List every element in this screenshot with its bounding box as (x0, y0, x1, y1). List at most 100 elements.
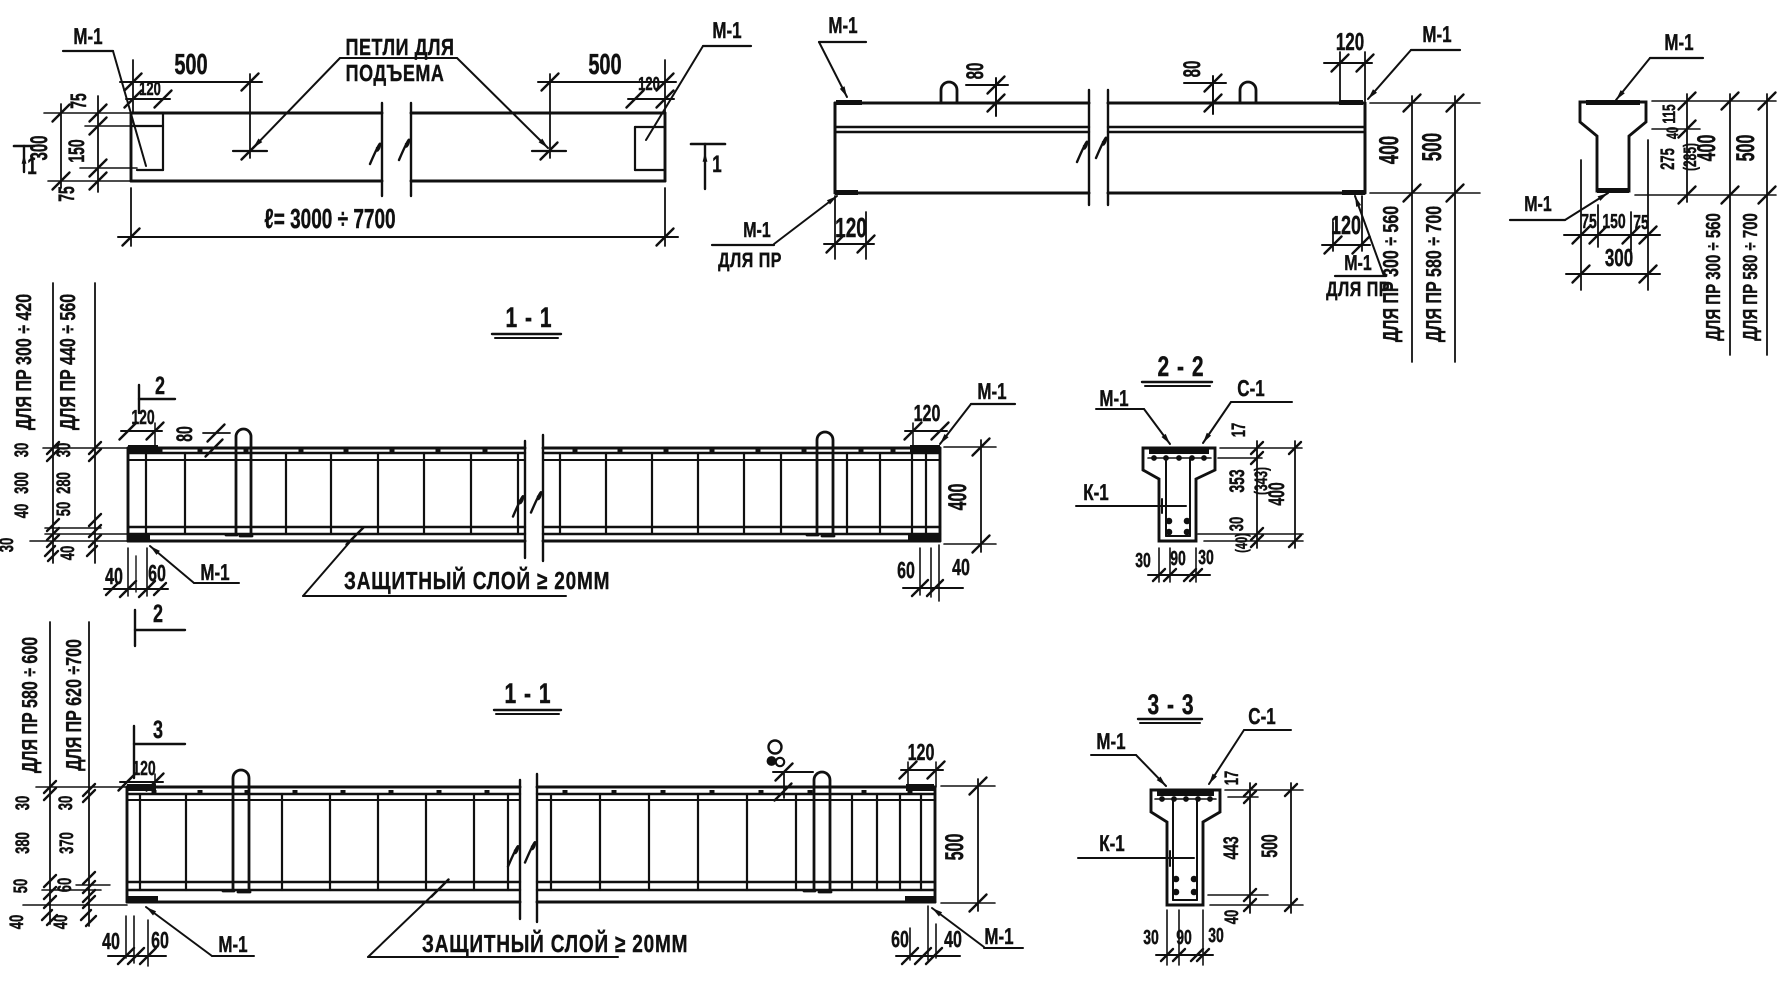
svg-text:120: 120 (908, 741, 935, 766)
svg-text:75: 75 (65, 93, 91, 109)
svg-text:(343): (343) (1251, 467, 1272, 495)
svg-text:30: 30 (1135, 548, 1151, 571)
svg-text:ДЛЯ ПР 580 ÷ 700: ДЛЯ ПР 580 ÷ 700 (1739, 213, 1762, 341)
svg-text:1: 1 (712, 151, 721, 178)
svg-text:40: 40 (944, 928, 962, 953)
svg-text:М-1: М-1 (1664, 30, 1693, 56)
svg-text:300: 300 (26, 135, 53, 160)
svg-text:300: 300 (1605, 244, 1633, 272)
svg-text:ДЛЯ ПР 300 ÷ 560: ДЛЯ ПР 300 ÷ 560 (1380, 206, 1403, 342)
svg-text:1 - 1: 1 - 1 (504, 679, 551, 710)
svg-text:150: 150 (63, 139, 89, 163)
svg-text:60: 60 (148, 562, 166, 587)
svg-text:370: 370 (55, 832, 78, 854)
svg-text:2: 2 (153, 600, 163, 628)
svg-text:40: 40 (1220, 910, 1243, 924)
svg-text:75: 75 (53, 186, 79, 202)
svg-text:30: 30 (11, 796, 34, 810)
svg-text:400: 400 (945, 484, 972, 511)
svg-text:30: 30 (0, 538, 18, 552)
svg-text:М-1: М-1 (1096, 729, 1125, 755)
svg-text:400: 400 (1374, 136, 1404, 164)
svg-text:40: 40 (56, 546, 79, 560)
svg-text:30: 30 (10, 443, 33, 457)
svg-text:400: 400 (1263, 482, 1289, 506)
svg-text:30: 30 (1198, 545, 1214, 568)
svg-text:М-1: М-1 (977, 379, 1006, 405)
svg-text:М-1: М-1 (712, 18, 741, 44)
svg-text:ДЛЯ ПР 620 ÷700: ДЛЯ ПР 620 ÷700 (63, 639, 86, 771)
svg-text:М-1: М-1 (1344, 252, 1372, 275)
svg-text:80: 80 (171, 426, 197, 442)
svg-text:ДЛЯ ПР: ДЛЯ ПР (718, 250, 782, 272)
svg-text:60: 60 (151, 929, 169, 954)
svg-text:75: 75 (1581, 209, 1597, 232)
svg-text:380: 380 (11, 832, 34, 854)
svg-text:60: 60 (897, 559, 915, 584)
svg-text:3 - 3: 3 - 3 (1147, 690, 1194, 721)
svg-text:ЗАЩИТНЫЙ СЛОЙ ≥ 20ММ: ЗАЩИТНЫЙ СЛОЙ ≥ 20ММ (344, 566, 610, 596)
svg-text:ДЛЯ ПР 580 ÷ 600: ДЛЯ ПР 580 ÷ 600 (19, 637, 42, 773)
svg-text:30: 30 (52, 443, 75, 457)
svg-text:500: 500 (174, 49, 207, 81)
svg-text:353: 353 (1225, 469, 1249, 493)
svg-text:50: 50 (52, 502, 75, 516)
svg-text:60: 60 (891, 928, 909, 953)
svg-text:ДЛЯ ПР: ДЛЯ ПР (1326, 279, 1390, 301)
svg-text:ℓ= 3000 ÷ 7700: ℓ= 3000 ÷ 7700 (264, 205, 395, 235)
svg-text:17: 17 (1227, 423, 1250, 437)
svg-text:40: 40 (49, 915, 72, 929)
svg-text:40: 40 (105, 565, 123, 590)
svg-text:К-1: К-1 (1083, 480, 1109, 506)
svg-text:М-1: М-1 (743, 219, 771, 242)
svg-text:М-1: М-1 (200, 560, 229, 586)
svg-text:М-1: М-1 (73, 24, 102, 50)
svg-text:М-1: М-1 (1422, 22, 1451, 48)
svg-text:М-1: М-1 (1099, 386, 1128, 412)
svg-text:30: 30 (54, 796, 77, 810)
svg-text:120: 120 (914, 402, 941, 427)
svg-text:2: 2 (155, 372, 165, 400)
svg-text:ДЛЯ ПР 580 ÷ 700: ДЛЯ ПР 580 ÷ 700 (1423, 206, 1446, 342)
svg-text:400: 400 (1694, 135, 1721, 162)
svg-text:50: 50 (9, 879, 32, 893)
svg-text:500: 500 (588, 49, 621, 81)
svg-text:30: 30 (1208, 923, 1224, 946)
svg-text:ДЛЯ ПР 440 ÷ 560: ДЛЯ ПР 440 ÷ 560 (57, 294, 80, 430)
svg-text:М-1: М-1 (1524, 193, 1552, 216)
svg-text:120: 120 (132, 756, 156, 779)
svg-text:115: 115 (1659, 104, 1680, 124)
svg-text:120: 120 (638, 73, 660, 95)
svg-text:40: 40 (1665, 127, 1683, 139)
svg-text:120: 120 (139, 78, 161, 100)
svg-text:М-1: М-1 (984, 924, 1013, 950)
svg-text:40: 40 (10, 504, 33, 518)
svg-text:80: 80 (1179, 61, 1206, 78)
svg-text:120: 120 (1336, 28, 1364, 56)
svg-text:40: 40 (102, 930, 120, 955)
svg-text:М-1: М-1 (218, 932, 247, 958)
svg-text:40: 40 (952, 556, 970, 581)
svg-text:М-1: М-1 (828, 13, 857, 39)
svg-text:90: 90 (1170, 546, 1186, 569)
svg-text:ПЕТЛИ ДЛЯ: ПЕТЛИ ДЛЯ (346, 34, 455, 60)
svg-text:80: 80 (962, 63, 989, 80)
svg-text:30: 30 (1225, 517, 1248, 531)
svg-text:С-1: С-1 (1248, 704, 1275, 730)
svg-text:1 - 1: 1 - 1 (505, 303, 552, 334)
svg-text:60: 60 (53, 878, 76, 892)
svg-text:500: 500 (1256, 834, 1282, 858)
svg-text:443: 443 (1219, 836, 1243, 860)
svg-text:ДЛЯ ПР 300 ÷ 420: ДЛЯ ПР 300 ÷ 420 (13, 294, 36, 430)
svg-text:ДЛЯ ПР 300 ÷ 560: ДЛЯ ПР 300 ÷ 560 (1702, 213, 1725, 341)
svg-text:90: 90 (1176, 925, 1192, 948)
svg-text:1: 1 (27, 153, 36, 180)
svg-text:75: 75 (1633, 210, 1649, 233)
svg-text:280: 280 (52, 472, 75, 494)
svg-text:500: 500 (1417, 133, 1447, 161)
svg-text:(40): (40) (1234, 533, 1252, 553)
svg-text:17: 17 (1220, 771, 1243, 785)
svg-text:3: 3 (153, 716, 163, 744)
svg-text:2 - 2: 2 - 2 (1157, 352, 1204, 383)
svg-text:(285): (285) (1680, 143, 1701, 171)
